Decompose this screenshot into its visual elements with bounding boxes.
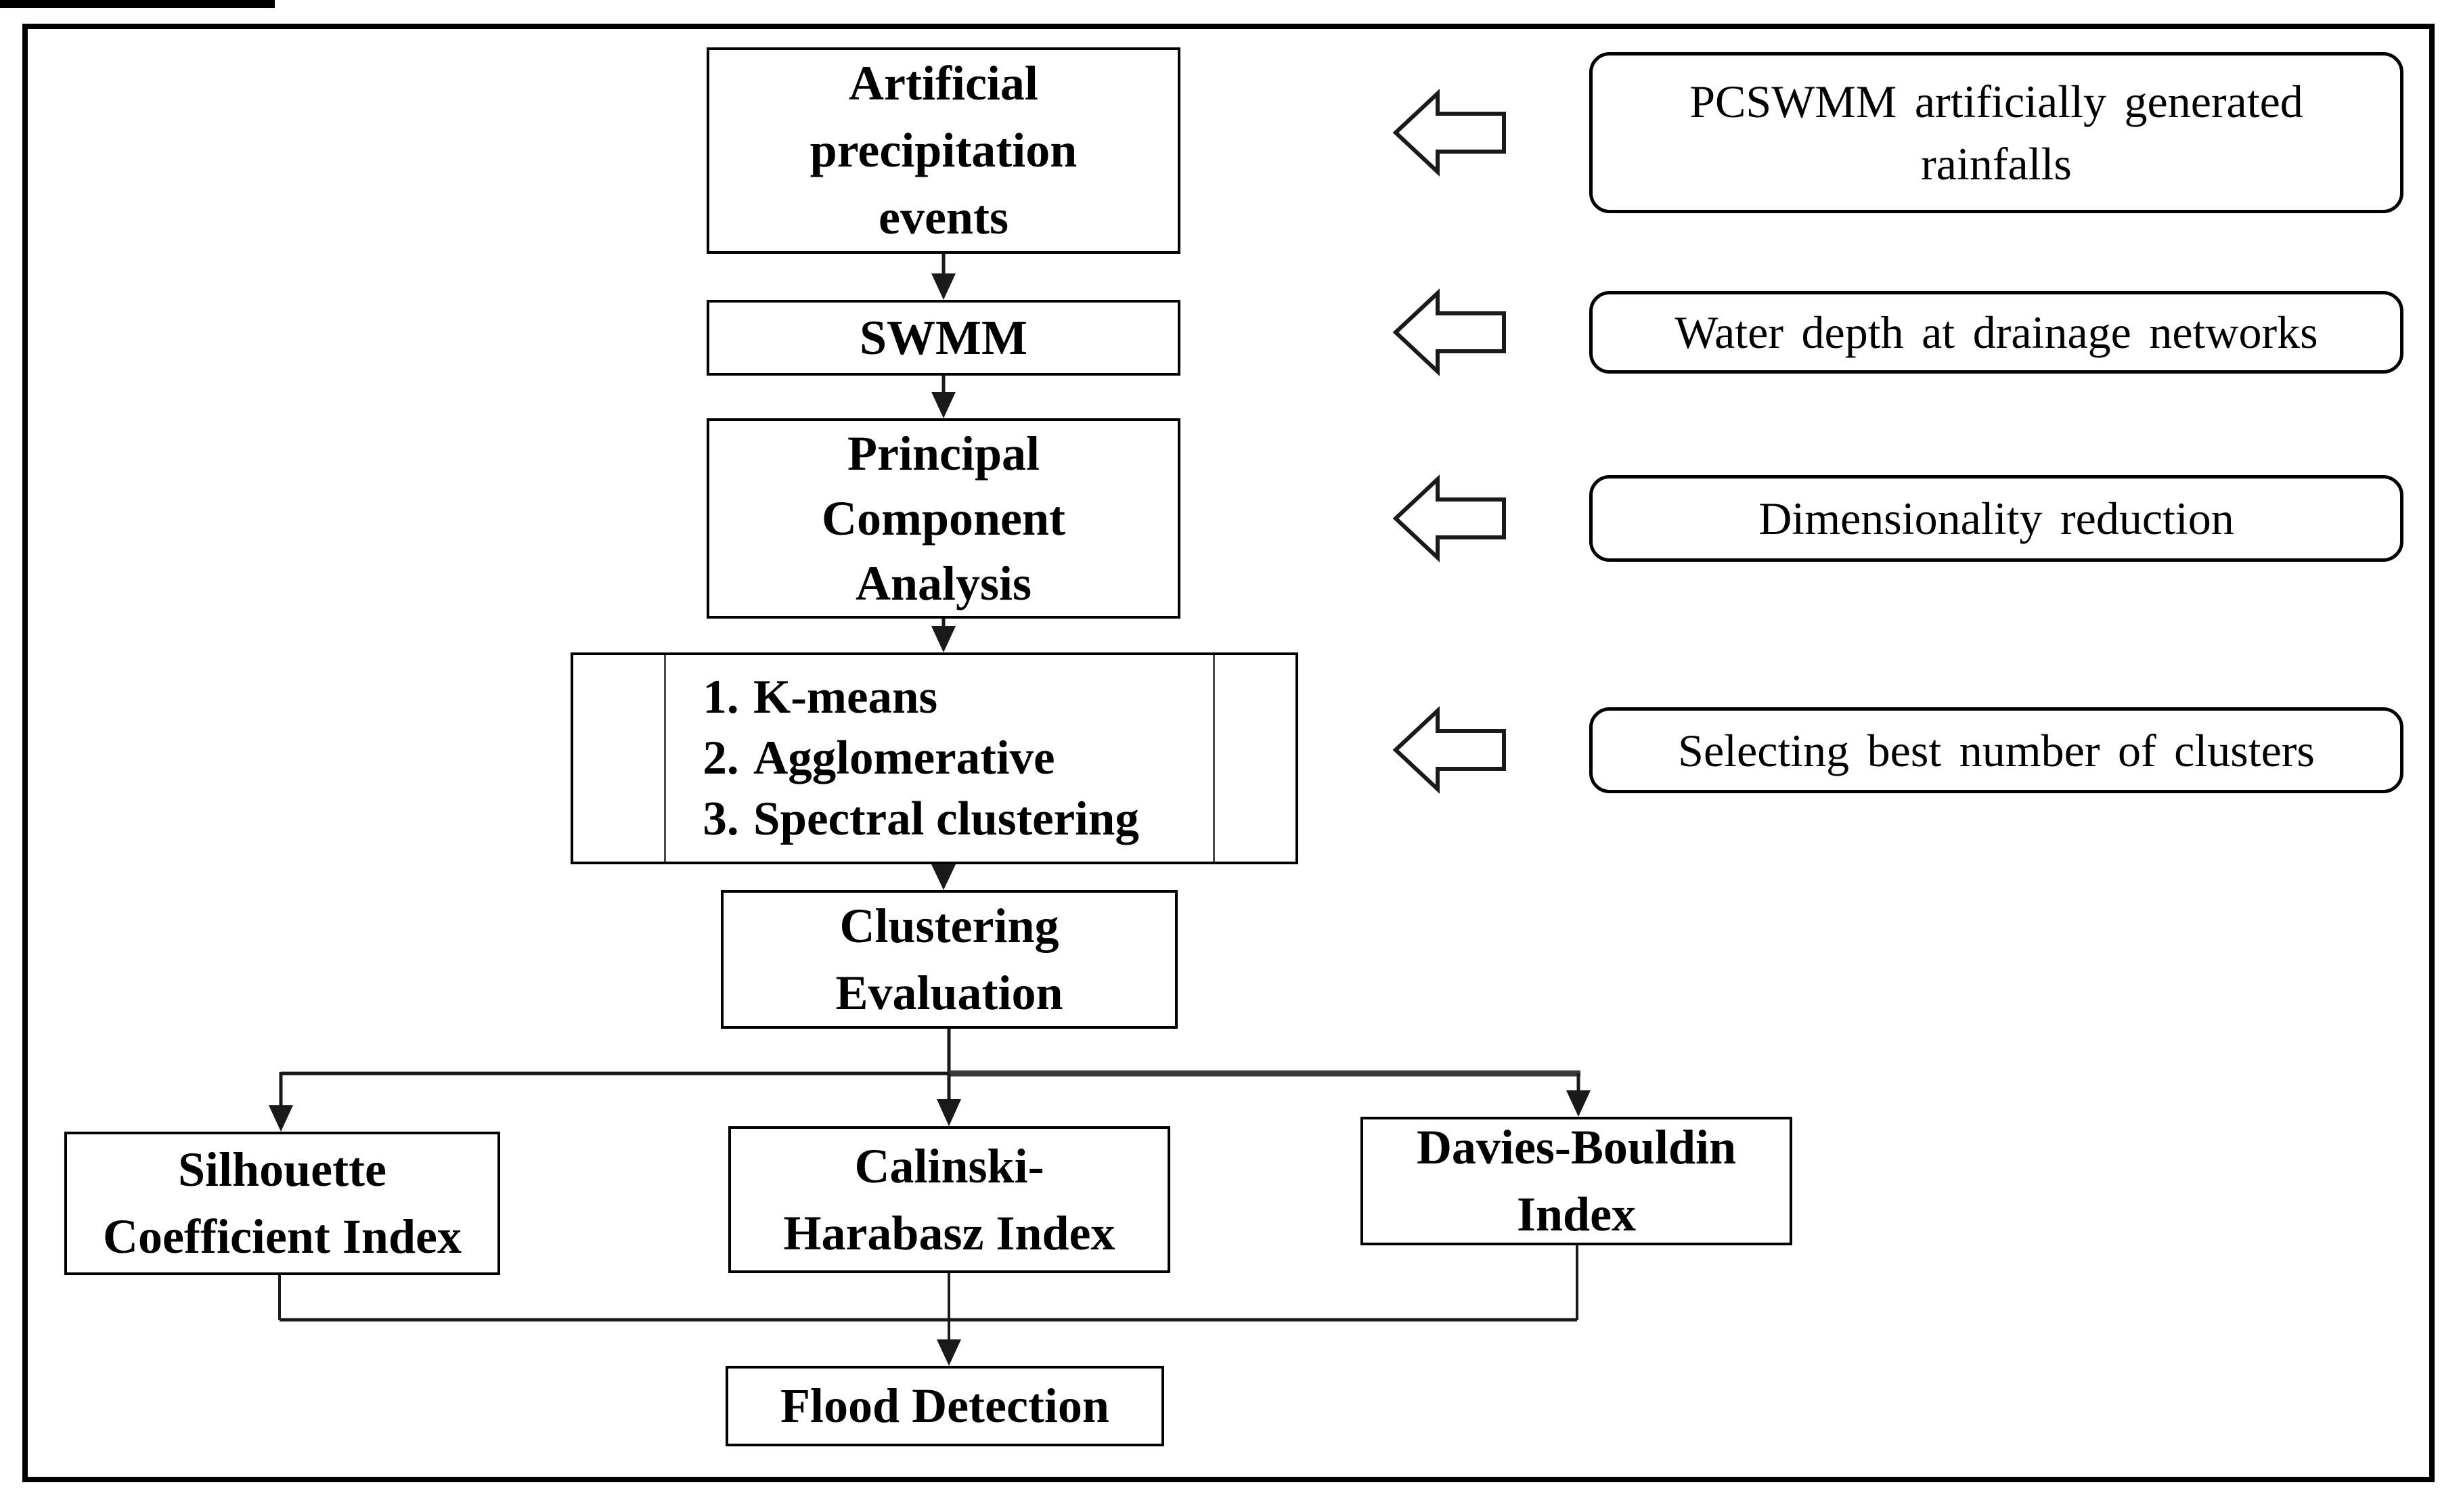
annotation-line: Dimensionality reduction [1758, 493, 2234, 544]
list-label: Spectral clustering [753, 793, 1139, 845]
methods-divider-right [1213, 655, 1215, 862]
flow-box-line: precipitation [810, 123, 1078, 177]
flow-box-line: Silhouette [177, 1142, 386, 1197]
annotation-box-dimensionality: Dimensionality reduction [1589, 475, 2403, 562]
flow-box-swmm: SWMM [707, 300, 1180, 376]
figure-border [22, 24, 2435, 1482]
flow-box-label: SWMM [860, 310, 1027, 365]
arrowhead-branch-silhouette [269, 1105, 293, 1132]
arrowhead-branch-davies [1566, 1090, 1591, 1117]
scan-artifact-top-left [0, 0, 275, 8]
block-arrow-clusters-icon [1392, 706, 1506, 794]
flow-box-artificial-precipitation: Artificial precipitation events [707, 47, 1180, 254]
flow-box-line: Component [821, 491, 1066, 546]
block-arrow-water-depth-icon [1392, 288, 1506, 376]
arrowhead-precip-swmm [931, 273, 956, 300]
block-arrow-dimensionality-icon [1392, 474, 1506, 562]
flow-box-label: Flood Detection [780, 1379, 1109, 1433]
methods-divider-left [664, 655, 666, 862]
arrowhead-flood [937, 1339, 961, 1366]
flow-box-line: events [879, 190, 1008, 244]
list-number: 3. [703, 793, 739, 845]
flow-box-clustering-methods: 1. K-means 2. Agglomerative 3. Spectral … [571, 652, 1298, 864]
flow-box-line: Analysis [855, 556, 1032, 610]
flow-box-calinski-index: Calinski- Harabasz Index [728, 1126, 1170, 1273]
flow-box-line: Index [1516, 1187, 1637, 1241]
annotation-line: Water depth at drainage networks [1675, 307, 2318, 358]
flow-box-line: Clustering [839, 898, 1059, 953]
methods-list: 1. K-means 2. Agglomerative 3. Spectral … [573, 667, 1295, 850]
annotation-line: rainfalls [1921, 138, 2072, 190]
flow-box-line: Calinski- [854, 1138, 1044, 1193]
list-number: 1. [703, 671, 739, 724]
flow-box-clustering-evaluation: Clustering Evaluation [721, 890, 1178, 1029]
flow-box-line: Artificial [849, 56, 1038, 110]
block-arrow-rainfalls-icon [1392, 89, 1506, 177]
flow-box-pca: Principal Component Analysis [707, 418, 1180, 619]
annotation-box-water-depth: Water depth at drainage networks [1589, 291, 2403, 374]
arrowhead-swmm-pca [931, 392, 956, 418]
arrowhead-branch-calinski [937, 1099, 961, 1126]
arrowhead-pca-methods [931, 626, 956, 652]
arrowhead-methods-eval [931, 864, 956, 890]
list-label: Agglomerative [753, 732, 1055, 784]
flow-box-line: Principal [847, 426, 1040, 481]
flow-box-davies-index: Davies-Bouldin Index [1360, 1117, 1792, 1245]
methods-list-item: 3. Spectral clustering [688, 789, 1295, 850]
methods-list-item: 2. Agglomerative [688, 728, 1295, 789]
annotation-box-clusters: Selecting best number of clusters [1589, 707, 2403, 793]
annotation-line: PCSWMM artificially generated [1689, 76, 2303, 127]
flow-box-line: Davies-Bouldin [1416, 1120, 1737, 1174]
annotation-box-rainfalls: PCSWMM artificially generated rainfalls [1589, 52, 2403, 213]
flow-box-line: Evaluation [835, 965, 1063, 1020]
methods-list-item: 1. K-means [688, 667, 1295, 728]
flow-box-line: Coefficient Index [103, 1209, 462, 1264]
flow-box-silhouette-index: Silhouette Coefficient Index [64, 1132, 500, 1275]
list-label: K-means [753, 671, 938, 724]
annotation-line: Selecting best number of clusters [1678, 724, 2315, 776]
flow-box-flood-detection: Flood Detection [726, 1366, 1164, 1446]
list-number: 2. [703, 732, 739, 784]
flow-box-line: Harabasz Index [783, 1205, 1115, 1260]
